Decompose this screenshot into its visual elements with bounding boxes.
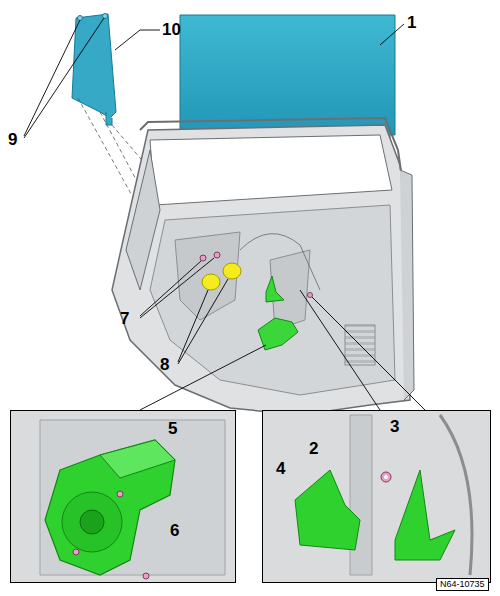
callout-number: 7 — [120, 310, 129, 327]
callout-number: 6 — [170, 522, 179, 539]
callout-number: 3 — [390, 418, 399, 435]
callout-number: 4 — [276, 460, 285, 477]
callout-number: 5 — [168, 420, 177, 437]
reference-box: N64-10735 — [436, 578, 489, 591]
inset-panel: 56 — [10, 410, 236, 583]
figure-number: N64-10735 — [437, 579, 488, 590]
callout-number: 8 — [160, 356, 169, 373]
inset-panel: 2 3 4 — [262, 410, 491, 583]
callout-number: 1 — [407, 14, 416, 31]
callout-number: 2 — [309, 440, 318, 457]
callout-number: 10 — [162, 21, 181, 38]
callout-number: 9 — [8, 131, 17, 148]
